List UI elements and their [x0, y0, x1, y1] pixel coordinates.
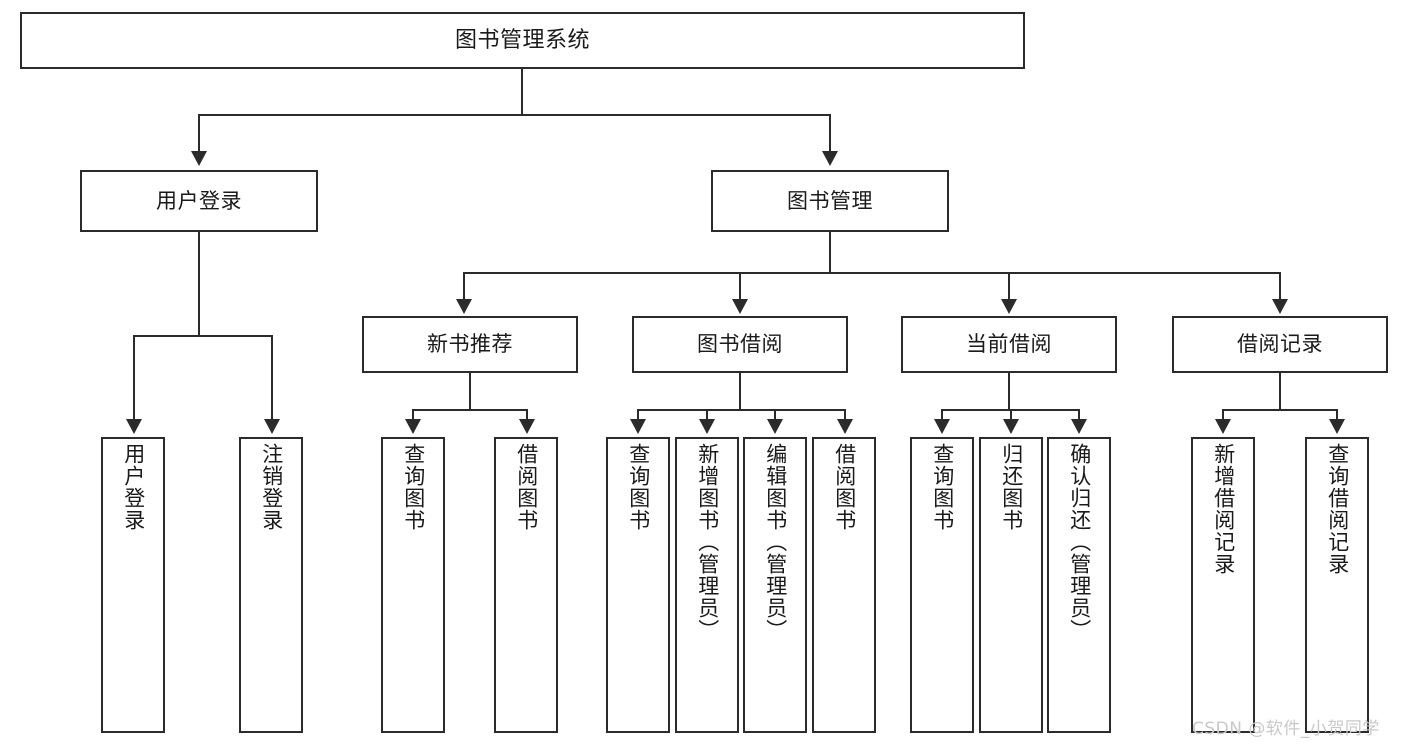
leaf-query-borrow-record[interactable]: 查询借阅记录 [1305, 437, 1369, 733]
connector-current-borrow-drop-3 [1078, 409, 1080, 419]
connector-new-book-drop-2 [526, 409, 528, 419]
node-label: 新书推荐 [427, 332, 513, 357]
node-label: 确认归还（管理员） [1067, 443, 1092, 641]
node-borrow-records[interactable]: 借阅记录 [1172, 316, 1388, 373]
connector-current-borrow-drop-1 [941, 409, 943, 419]
connector-borrow-records-stem [1279, 373, 1281, 409]
node-label: 用户登录 [156, 188, 242, 213]
node-label: 查询图书 [626, 443, 651, 531]
connector-new-book-drop-1 [412, 409, 414, 419]
leaf-user-login[interactable]: 用户登录 [101, 437, 165, 733]
arrow-root-to-user-login [191, 151, 207, 166]
leaf-current-borrow-query-books[interactable]: 查询图书 [910, 437, 974, 733]
arrow-root-to-book-mgmt [822, 151, 838, 166]
node-book-management[interactable]: 图书管理 [711, 170, 949, 232]
node-current-borrow[interactable]: 当前借阅 [901, 316, 1117, 373]
arrow-book-borrow-leaf-2 [699, 419, 715, 434]
node-root-library-system[interactable]: 图书管理系统 [20, 12, 1025, 69]
connector-book-mgmt-stem [829, 232, 831, 272]
leaf-new-book-borrow-books[interactable]: 借阅图书 [494, 437, 558, 733]
connector-new-book-bus [412, 409, 528, 411]
leaf-book-borrow-add-book-admin[interactable]: 新增图书（管理员） [675, 437, 739, 733]
node-label: 查询图书 [930, 443, 955, 531]
node-label: 查询图书 [401, 443, 426, 531]
connector-book-borrow-drop-3 [774, 409, 776, 419]
connector-book-borrow-stem [739, 373, 741, 409]
connector-root-stem [521, 69, 523, 114]
arrow-book-mgmt-to-new-book [456, 299, 472, 314]
connector-book-borrow-bus [637, 409, 846, 411]
connector-root-bus [198, 114, 830, 116]
connector-borrow-records-drop-2 [1336, 409, 1338, 419]
arrow-borrow-records-leaf-1 [1215, 419, 1231, 434]
node-label: 借阅图书 [514, 443, 539, 531]
connector-book-mgmt-bus [463, 272, 1280, 274]
connector-borrow-records-bus [1222, 409, 1338, 411]
node-label: 新增图书（管理员） [695, 443, 720, 641]
arrow-borrow-records-leaf-2 [1329, 419, 1345, 434]
connector-new-book-stem [469, 373, 471, 409]
leaf-book-borrow-edit-book-admin[interactable]: 编辑图书（管理员） [743, 437, 807, 733]
arrow-book-mgmt-to-book-borrow [732, 299, 748, 314]
connector-root-to-book-mgmt [829, 114, 831, 151]
leaf-current-borrow-confirm-return-admin[interactable]: 确认归还（管理员） [1047, 437, 1111, 733]
node-user-login[interactable]: 用户登录 [80, 170, 318, 232]
leaf-book-borrow-borrow-books[interactable]: 借阅图书 [812, 437, 876, 733]
arrow-book-mgmt-to-current-borrow [1001, 299, 1017, 314]
arrow-current-borrow-leaf-1 [934, 419, 950, 434]
connector-book-mgmt-drop-3 [1008, 272, 1010, 299]
arrow-new-book-leaf-1 [405, 419, 421, 434]
connector-current-borrow-drop-2 [1010, 409, 1012, 419]
connector-user-login-drop-1 [133, 335, 135, 419]
leaf-add-borrow-record[interactable]: 新增借阅记录 [1191, 437, 1255, 733]
node-label: 借阅图书 [832, 443, 857, 531]
leaf-current-borrow-return-books[interactable]: 归还图书 [979, 437, 1043, 733]
node-label: 新增借阅记录 [1211, 443, 1236, 575]
arrow-book-borrow-leaf-1 [630, 419, 646, 434]
node-label: 图书借阅 [697, 332, 783, 357]
connector-book-mgmt-drop-1 [463, 272, 465, 299]
connector-book-mgmt-drop-2 [739, 272, 741, 299]
node-label: 注销登录 [259, 443, 284, 531]
connector-root-to-user-login [198, 114, 200, 151]
arrow-user-login-leaf-2 [264, 419, 280, 434]
connector-book-borrow-drop-1 [637, 409, 639, 419]
connector-user-login-stem [198, 232, 200, 335]
arrow-book-borrow-leaf-3 [767, 419, 783, 434]
connector-book-borrow-drop-2 [706, 409, 708, 419]
arrow-book-borrow-leaf-4 [837, 419, 853, 434]
connector-borrow-records-drop-1 [1222, 409, 1224, 419]
connector-current-borrow-stem [1008, 373, 1010, 409]
node-label: 用户登录 [121, 443, 146, 531]
arrow-user-login-leaf-1 [126, 419, 142, 434]
node-label: 查询借阅记录 [1325, 443, 1350, 575]
node-label: 图书管理系统 [454, 27, 590, 53]
leaf-logout[interactable]: 注销登录 [239, 437, 303, 733]
node-label: 当前借阅 [966, 332, 1052, 357]
arrow-book-mgmt-to-borrow-records [1272, 299, 1288, 314]
arrow-current-borrow-leaf-3 [1071, 419, 1087, 434]
arrow-new-book-leaf-2 [519, 419, 535, 434]
leaf-book-borrow-query-books[interactable]: 查询图书 [606, 437, 670, 733]
arrow-current-borrow-leaf-2 [1003, 419, 1019, 434]
node-label: 借阅记录 [1237, 332, 1323, 357]
connector-user-login-drop-2 [271, 335, 273, 419]
connector-user-login-bus [133, 335, 273, 337]
node-book-borrow[interactable]: 图书借阅 [632, 316, 848, 373]
node-label: 编辑图书（管理员） [763, 443, 788, 641]
node-new-book-recommend[interactable]: 新书推荐 [362, 316, 578, 373]
node-label: 归还图书 [999, 443, 1024, 531]
connector-book-borrow-drop-4 [844, 409, 846, 419]
connector-book-mgmt-drop-4 [1279, 272, 1281, 299]
leaf-new-book-query-books[interactable]: 查询图书 [381, 437, 445, 733]
node-label: 图书管理 [787, 188, 873, 213]
